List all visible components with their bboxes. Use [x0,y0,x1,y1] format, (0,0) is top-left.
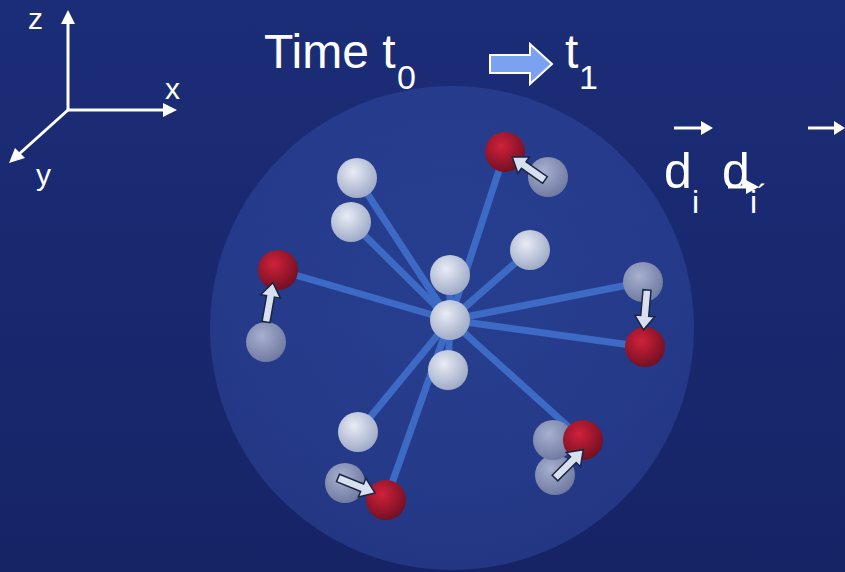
axis-label: y [36,160,51,190]
vector-subscript: i [692,186,699,218]
title-text: Time t [264,28,396,76]
vector-symbol: d [722,146,750,196]
vector-symbol: d [664,146,692,196]
bonds [278,152,645,500]
title-text: t [565,28,578,76]
axis-label: z [28,4,43,34]
title-subscript: 0 [397,60,416,94]
title-subscript: 1 [579,60,598,94]
atoms [331,158,550,452]
vector-subscript: i [750,186,757,218]
prime-mark: ´ [757,180,767,210]
axis-label: x [165,74,180,104]
displacement-arrows [256,149,657,502]
time-arrow [490,44,552,84]
displaced-atoms [258,132,665,520]
old-positions [246,157,663,503]
molecule-sphere [210,86,694,570]
